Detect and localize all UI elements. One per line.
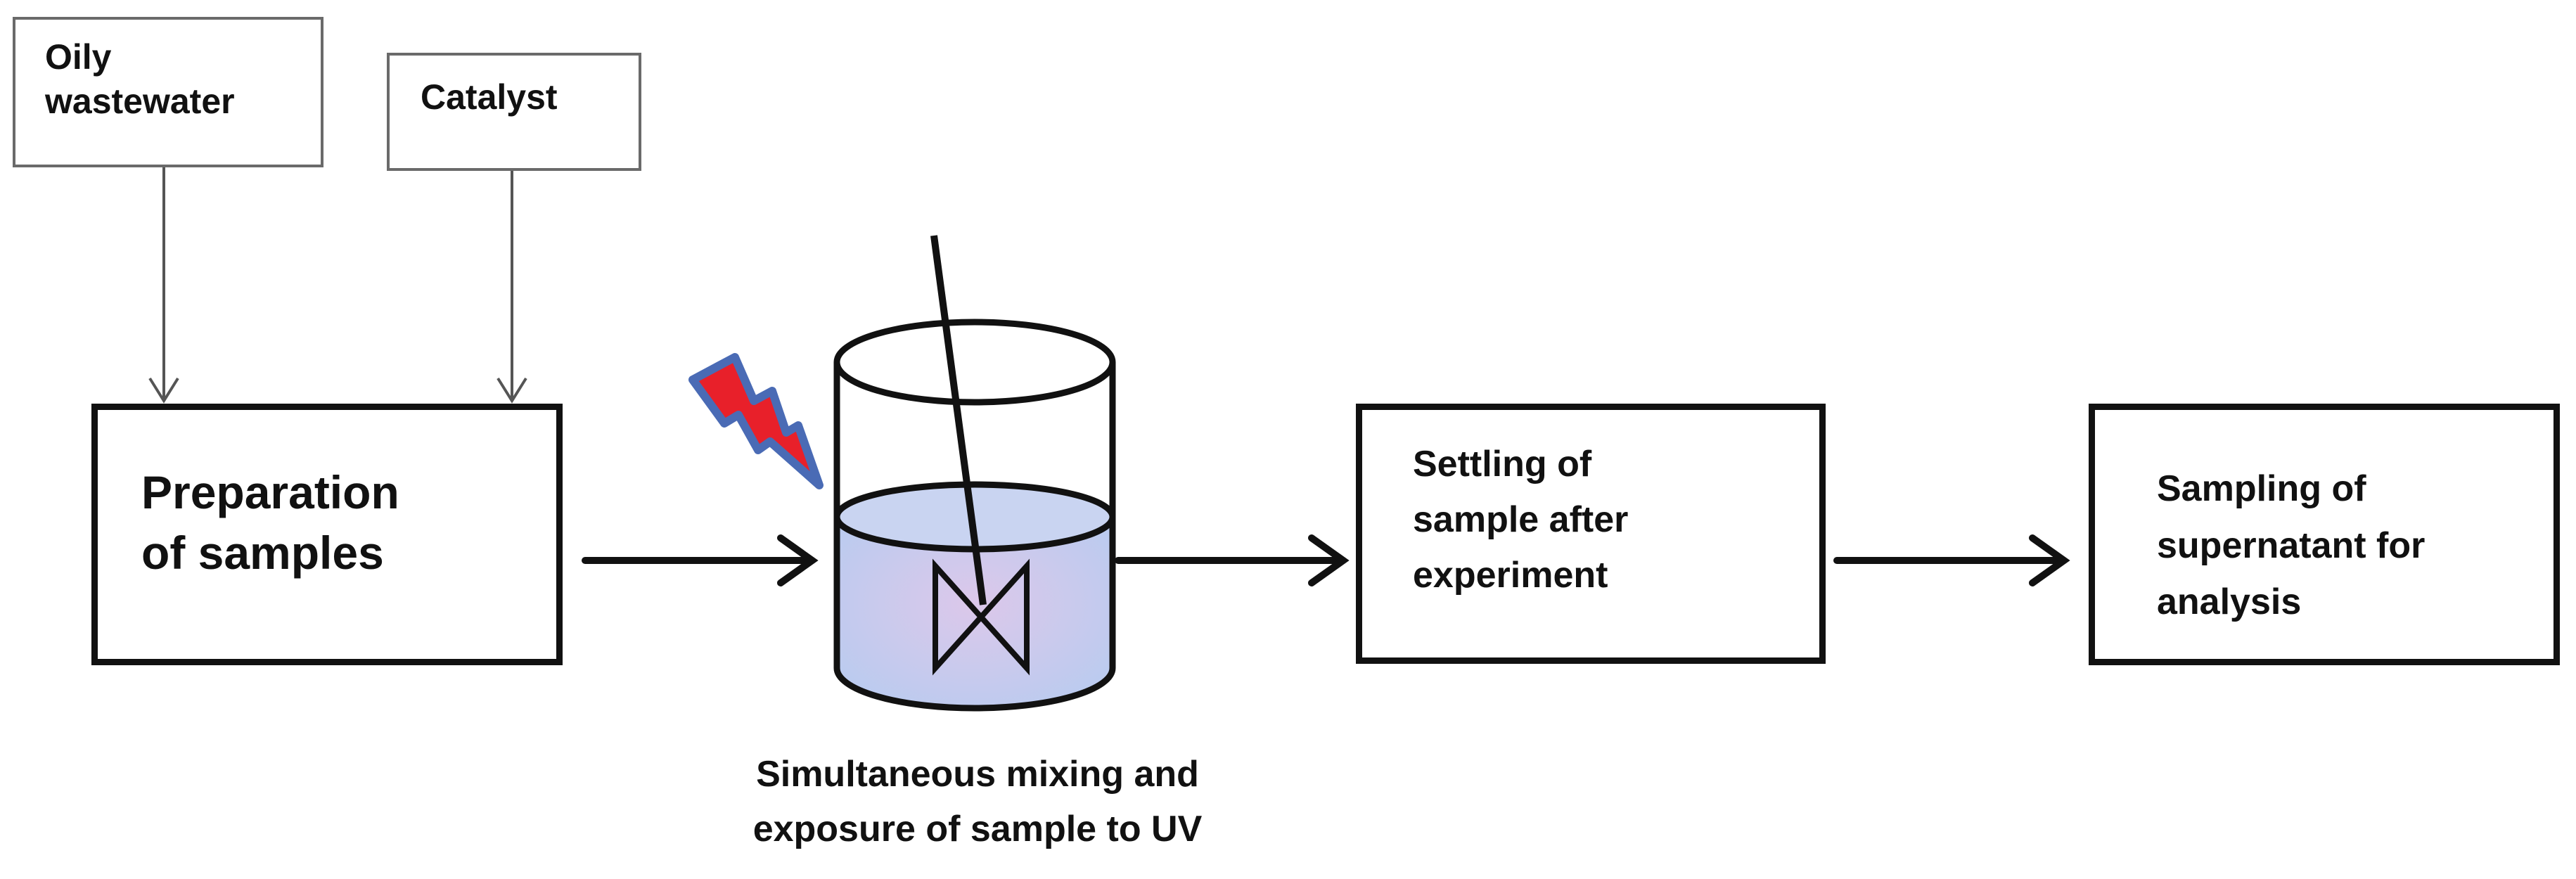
lightning-bolt-icon [688, 353, 824, 489]
sampling-label-line3: analysis [2157, 582, 2302, 623]
step-box-sampling: Sampling of supernatant for analysis [2089, 404, 2560, 665]
arrow-oily-to-preparation [148, 165, 179, 404]
step-box-preparation: Preparation of samples [91, 404, 563, 665]
preparation-label-line1: Preparation [141, 466, 399, 518]
settling-label-line3: experiment [1413, 555, 1608, 596]
catalyst-label: Catalyst [421, 77, 558, 117]
sampling-label-line2: supernatant for [2157, 525, 2426, 566]
input-box-oily-wastewater: Oily wastewater [13, 17, 323, 167]
settling-label-line2: sample after [1413, 499, 1629, 541]
step-box-settling: Settling of sample after experiment [1356, 404, 1826, 664]
sampling-label-line1: Sampling of [2157, 468, 2366, 509]
mixing-caption-line2: exposure of sample to UV [752, 809, 1203, 849]
arrow-catalyst-to-preparation [496, 170, 527, 404]
mixing-caption-line1: Simultaneous mixing and [756, 754, 1199, 795]
oily-wastewater-label-line1: Oily [45, 37, 112, 77]
arrow-reactor-to-settling [1115, 534, 1350, 586]
preparation-label-line2: of samples [141, 526, 384, 579]
input-box-catalyst: Catalyst [387, 53, 641, 171]
oily-wastewater-label-line2: wastewater [45, 81, 235, 121]
mixing-caption: Simultaneous mixing and exposure of samp… [689, 747, 1266, 856]
arrow-settling-to-sampling [1833, 534, 2070, 586]
arrow-preparation-to-reactor [582, 534, 819, 586]
beaker-with-stirrer-icon [833, 235, 1116, 712]
settling-label-line1: Settling of [1413, 444, 1592, 485]
